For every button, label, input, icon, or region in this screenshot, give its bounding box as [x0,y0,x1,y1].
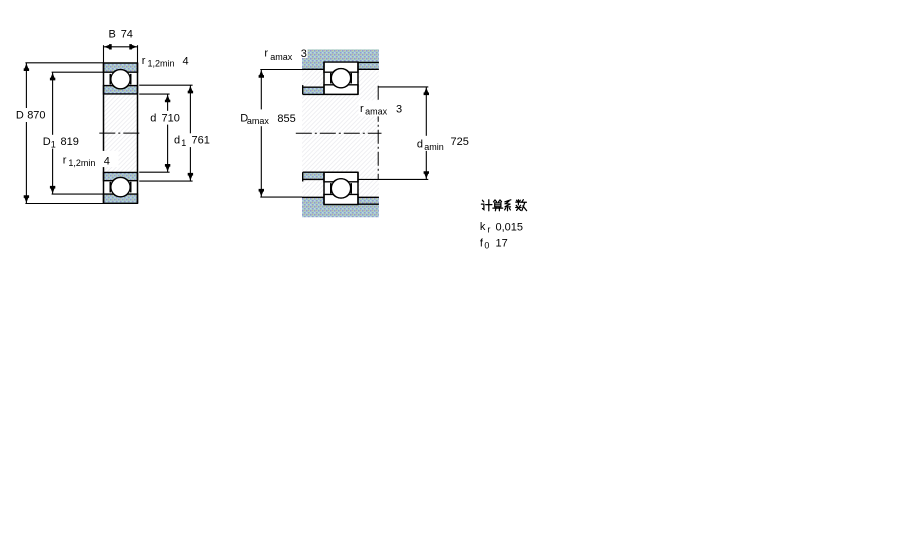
svg-text:amin: amin [424,142,444,152]
svg-text:855: 855 [277,113,295,125]
svg-text:r: r [142,55,146,67]
svg-text:1,2min: 1,2min [68,158,95,168]
svg-text:d: d [417,139,423,151]
svg-text:1,2min: 1,2min [148,59,175,69]
svg-text:r: r [264,47,268,59]
svg-text:761: 761 [192,135,210,147]
svg-text:d: d [150,113,156,125]
svg-text:870: 870 [27,110,45,122]
svg-text:f: f [480,237,484,249]
svg-text:1: 1 [51,140,56,150]
svg-text:r: r [63,154,67,166]
svg-text:819: 819 [61,136,79,148]
svg-text:D: D [240,113,248,125]
svg-text:D: D [16,110,24,122]
svg-text:74: 74 [121,29,133,41]
svg-text:r: r [360,103,364,115]
svg-text:4: 4 [183,56,189,68]
svg-text:B: B [109,29,116,41]
svg-text:amax: amax [365,107,388,117]
svg-text:3: 3 [301,48,307,60]
svg-text:D: D [43,136,51,148]
svg-text:0,015: 0,015 [496,222,524,234]
svg-text:k: k [480,221,486,233]
svg-text:amax: amax [247,116,270,126]
svg-text:725: 725 [451,136,469,148]
svg-text:0: 0 [484,241,489,251]
svg-text:4: 4 [104,156,110,168]
svg-text:710: 710 [162,113,180,125]
svg-text:17: 17 [496,237,508,249]
svg-text:3: 3 [396,104,402,116]
svg-text:r: r [487,224,490,234]
svg-text:1: 1 [181,138,186,148]
svg-text:amax: amax [270,52,293,62]
svg-text:d: d [174,135,180,147]
